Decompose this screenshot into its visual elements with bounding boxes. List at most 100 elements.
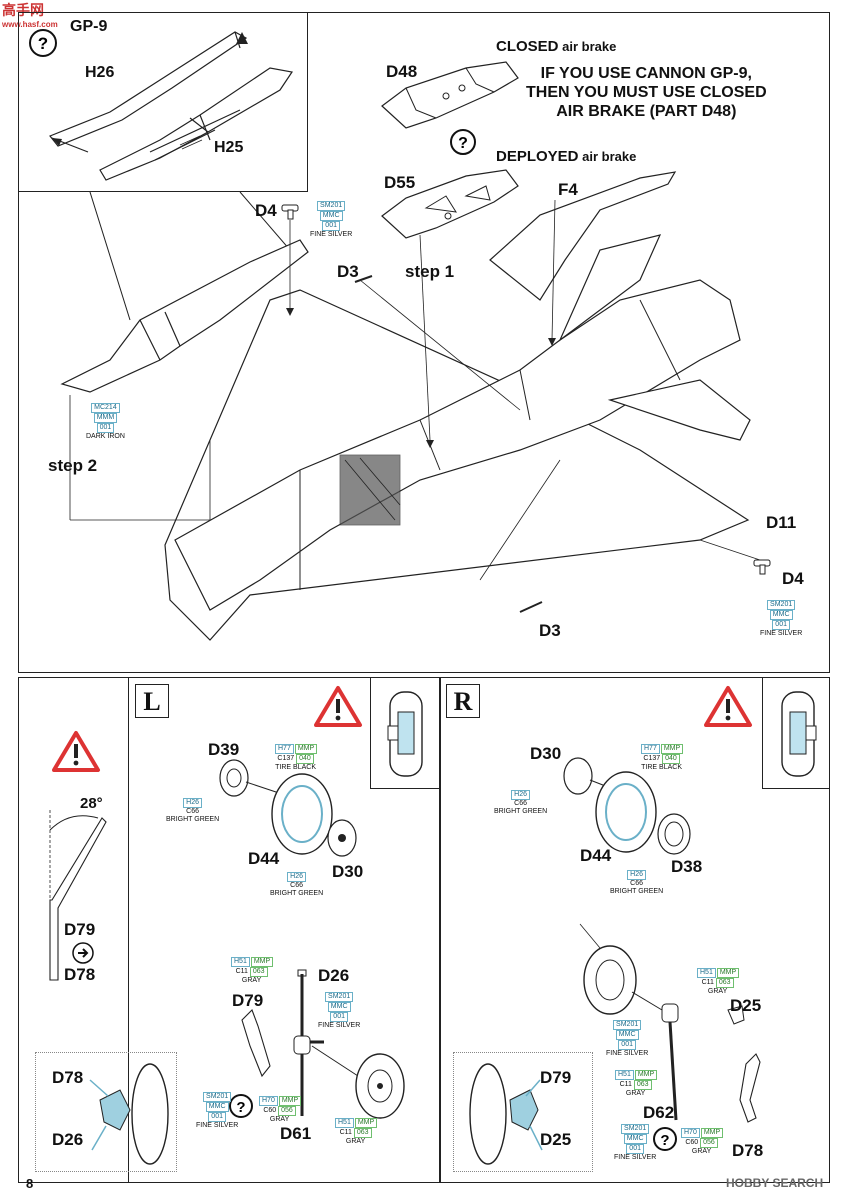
paint-fine-silver-2: SM201 MMC 001 FINE SILVER bbox=[760, 600, 802, 638]
paint-code: H26 bbox=[287, 872, 306, 882]
question-icon-mid: ? bbox=[450, 129, 476, 155]
paint-code: SM201 bbox=[621, 1124, 650, 1134]
label-h25: H25 bbox=[214, 139, 244, 156]
svg-text:?: ? bbox=[660, 1132, 669, 1149]
gear-leg-l-drawing bbox=[241, 969, 405, 1119]
label-left-d78: D78 bbox=[64, 965, 96, 984]
paint-r-green1: H26 C66 BRIGHT GREEN bbox=[494, 790, 547, 816]
paint-name: BRIGHT GREEN bbox=[166, 816, 220, 823]
paint-code: SM201 bbox=[767, 600, 796, 610]
paint-name: TIRE BLACK bbox=[275, 764, 317, 771]
tire-section-inset-l bbox=[370, 677, 441, 789]
tire-section-inset-r bbox=[762, 677, 830, 789]
paint-code: 001 bbox=[208, 1112, 226, 1122]
paint-code: MC214 bbox=[91, 403, 120, 413]
paint-code: H51 bbox=[697, 968, 716, 978]
svg-text:?: ? bbox=[458, 135, 468, 152]
paint-name: FINE SILVER bbox=[760, 630, 803, 637]
label-r-d25: D25 bbox=[730, 996, 762, 1015]
paint-code: C60 bbox=[263, 1107, 277, 1114]
label-d11: D11 bbox=[766, 513, 797, 532]
label-r-d30: D30 bbox=[530, 744, 562, 763]
panel-r-tab: R bbox=[446, 684, 480, 718]
deployed-rest: air brake bbox=[578, 149, 637, 164]
paint-code: C11 bbox=[619, 1081, 632, 1088]
label-l-d26: D26 bbox=[318, 966, 350, 985]
label-step2: step 2 bbox=[48, 456, 98, 475]
paint-code: 001 bbox=[772, 620, 790, 630]
paint-name: BRIGHT GREEN bbox=[610, 888, 664, 895]
gp9-inset-frame bbox=[18, 12, 308, 192]
inset-r-frame bbox=[453, 1052, 593, 1172]
paint-name: GRAY bbox=[707, 988, 728, 995]
paint-code: C60 bbox=[685, 1139, 699, 1146]
paint-code: C11 bbox=[235, 968, 248, 975]
paint-l-green2: H26 C66 BRIGHT GREEN bbox=[270, 872, 323, 898]
wheel-l-drawing bbox=[219, 759, 357, 857]
paint-code: H70 bbox=[259, 1096, 278, 1106]
paint-code: H77 bbox=[641, 744, 660, 754]
label-l-d79: D79 bbox=[232, 991, 264, 1010]
deployed-bold: DEPLOYED bbox=[496, 148, 579, 165]
warning-line1: IF YOU USE CANNON GP-9, bbox=[540, 65, 752, 82]
label-r-d44: D44 bbox=[580, 846, 612, 865]
paint-code: H26 bbox=[627, 870, 646, 880]
closed-air-brake-label: CLOSED air brake bbox=[496, 38, 616, 55]
paint-code: MMP bbox=[250, 957, 274, 967]
label-d3-top: D3 bbox=[337, 262, 359, 281]
label-d4-top: D4 bbox=[255, 201, 277, 220]
gp9-title: GP-9 bbox=[70, 18, 108, 35]
paint-code: H51 bbox=[335, 1118, 354, 1128]
paint-code: MMM bbox=[93, 413, 118, 423]
panel-l-frame bbox=[128, 677, 441, 1183]
paint-code: 040 bbox=[662, 754, 680, 764]
warning-icon-r bbox=[704, 686, 752, 727]
paint-name: FINE SILVER bbox=[606, 1050, 649, 1057]
angle-label: 28° bbox=[80, 795, 103, 812]
air-brake-deployed-drawing bbox=[381, 169, 519, 239]
top-step-frame bbox=[18, 12, 830, 673]
label-d48: D48 bbox=[386, 62, 418, 81]
paint-code: 063 bbox=[715, 978, 734, 988]
closed-rest: air brake bbox=[558, 39, 617, 54]
paint-name: GRAY bbox=[625, 1090, 646, 1097]
label-inset-r-d25: D25 bbox=[540, 1130, 572, 1149]
page-number: 8 bbox=[26, 1176, 34, 1191]
label-l-d61: D61 bbox=[280, 1124, 312, 1143]
paint-code: SM201 bbox=[325, 992, 354, 1002]
paint-r-silver1: SM201 MMC 001 FINE SILVER bbox=[606, 1020, 648, 1058]
watermark-line2: www.hasf.com bbox=[2, 20, 58, 29]
paint-code: MMC bbox=[205, 1102, 229, 1112]
part-d4-right bbox=[753, 559, 771, 575]
paint-code: MMC bbox=[327, 1002, 351, 1012]
warning-icon-l bbox=[314, 686, 362, 727]
swap-icon bbox=[72, 942, 94, 964]
warning-line3: AIR BRAKE (PART D48) bbox=[556, 103, 737, 120]
panel-r-frame bbox=[439, 677, 830, 1183]
paint-code: H51 bbox=[231, 957, 250, 967]
paint-name: DARK IRON bbox=[86, 433, 125, 440]
paint-name: FINE SILVER bbox=[614, 1154, 657, 1161]
paint-code: MMP bbox=[278, 1096, 302, 1106]
label-r-d62: D62 bbox=[643, 1103, 675, 1122]
paint-code: MMC bbox=[623, 1134, 647, 1144]
label-left-d79: D79 bbox=[64, 920, 96, 939]
paint-code: C66 bbox=[630, 880, 643, 887]
paint-l-green1: H26 C66 BRIGHT GREEN bbox=[166, 798, 219, 824]
question-icon-l: ? bbox=[229, 1094, 253, 1118]
paint-code: 056 bbox=[278, 1106, 296, 1116]
paint-r-green2: H26 C66 BRIGHT GREEN bbox=[610, 870, 663, 896]
paint-code: C11 bbox=[339, 1129, 352, 1136]
paint-name: FINE SILVER bbox=[310, 231, 353, 238]
paint-code: H70 bbox=[681, 1128, 700, 1138]
watermark-bottom: HOBBY SEARCH bbox=[726, 1176, 824, 1190]
paint-name: BRIGHT GREEN bbox=[494, 808, 548, 815]
paint-code: 001 bbox=[96, 423, 115, 433]
gp9-cannon-pod-drawing bbox=[49, 31, 294, 181]
label-step1: step 1 bbox=[405, 262, 455, 281]
paint-l-silver2: SM201 MMC 001 FINE SILVER bbox=[196, 1092, 238, 1130]
